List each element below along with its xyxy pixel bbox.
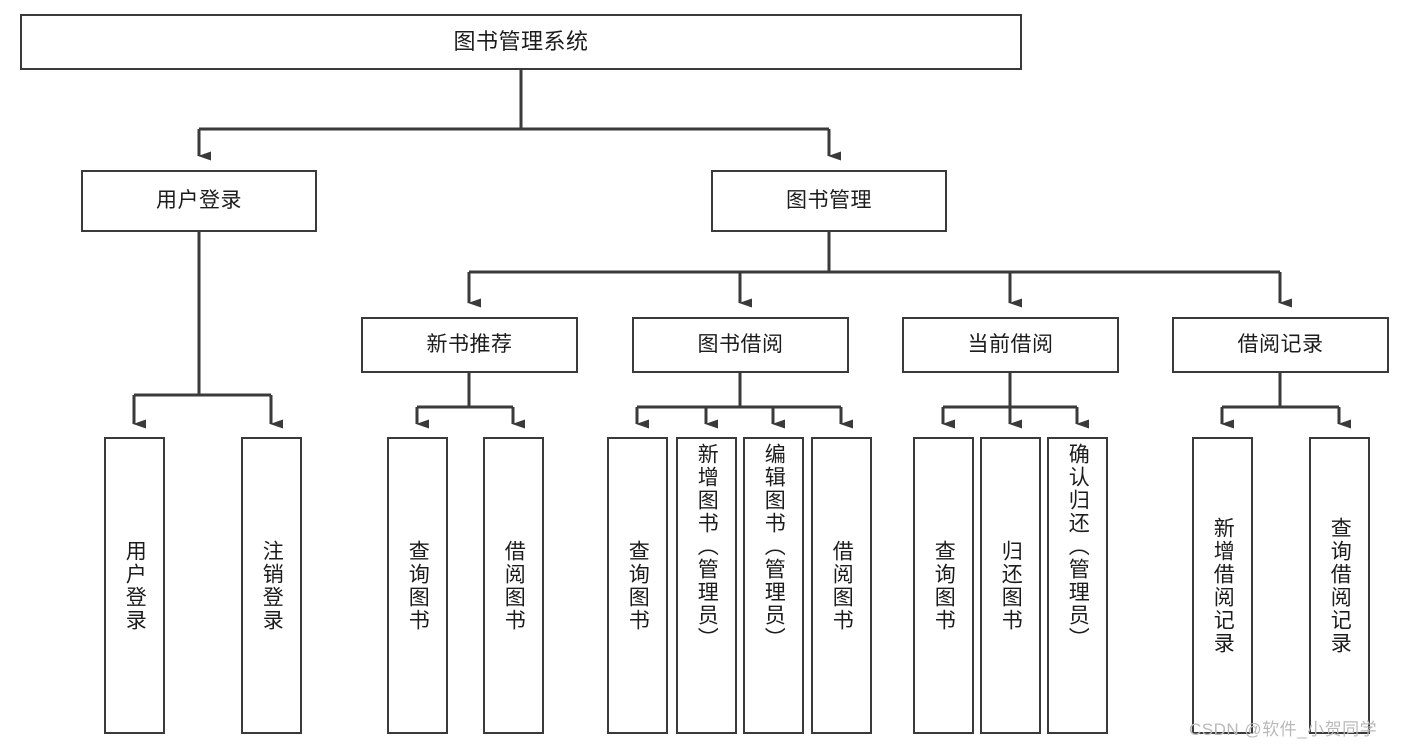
node-leaf-query-book-current[interactable]: 查询图书	[913, 437, 974, 734]
node-book-borrow[interactable]: 图书借阅	[632, 317, 849, 373]
node-label: 新增借阅记录	[1211, 516, 1235, 655]
node-user-login[interactable]: 用户登录	[81, 170, 317, 232]
node-leaf-add-book[interactable]: 新增图书（管理员）	[676, 437, 737, 734]
node-leaf-borrow-book-recommend[interactable]: 借阅图书	[483, 437, 544, 734]
node-book-management[interactable]: 图书管理	[711, 170, 947, 232]
node-label: 图书管理系统	[453, 29, 589, 55]
node-label: 归还图书	[999, 539, 1023, 632]
watermark-csdn: CSDN @软件_小贺同学	[1189, 720, 1378, 739]
node-label: 查询图书	[932, 539, 956, 632]
node-root-book-management-system[interactable]: 图书管理系统	[20, 14, 1022, 70]
node-leaf-query-borrow-record[interactable]: 查询借阅记录	[1309, 437, 1370, 734]
node-leaf-confirm-return[interactable]: 确认归还（管理员）	[1047, 437, 1108, 734]
node-leaf-return-book[interactable]: 归还图书	[980, 437, 1041, 734]
node-label: 图书借阅	[697, 332, 784, 356]
node-label: 查询图书	[406, 539, 430, 632]
node-new-book-recommend[interactable]: 新书推荐	[361, 317, 578, 373]
node-label: 查询图书	[626, 539, 650, 632]
node-label: 编辑图书（管理员）	[762, 443, 786, 650]
node-label: 借阅图书	[502, 539, 526, 632]
node-leaf-query-book-borrow[interactable]: 查询图书	[607, 437, 668, 734]
node-label: 借阅图书	[830, 539, 854, 632]
node-label: 图书管理	[786, 188, 872, 212]
node-leaf-edit-book[interactable]: 编辑图书（管理员）	[743, 437, 804, 734]
node-label: 用户登录	[123, 539, 147, 632]
node-leaf-user-login[interactable]: 用户登录	[104, 437, 165, 734]
node-leaf-query-book-recommend[interactable]: 查询图书	[387, 437, 448, 734]
node-label: 新书推荐	[426, 332, 513, 356]
node-label: 确认归还（管理员）	[1066, 443, 1090, 650]
node-label: 当前借阅	[967, 332, 1054, 356]
node-label: 借阅记录	[1237, 332, 1324, 356]
node-label: 用户登录	[156, 188, 242, 212]
node-label: 注销登录	[260, 539, 284, 632]
node-leaf-add-borrow-record[interactable]: 新增借阅记录	[1192, 437, 1253, 734]
node-label: 查询借阅记录	[1328, 516, 1352, 655]
node-leaf-logout[interactable]: 注销登录	[241, 437, 302, 734]
node-leaf-borrow-book[interactable]: 借阅图书	[811, 437, 872, 734]
node-current-borrow[interactable]: 当前借阅	[902, 317, 1119, 373]
node-borrow-record[interactable]: 借阅记录	[1172, 317, 1389, 373]
node-label: 新增图书（管理员）	[695, 443, 719, 650]
